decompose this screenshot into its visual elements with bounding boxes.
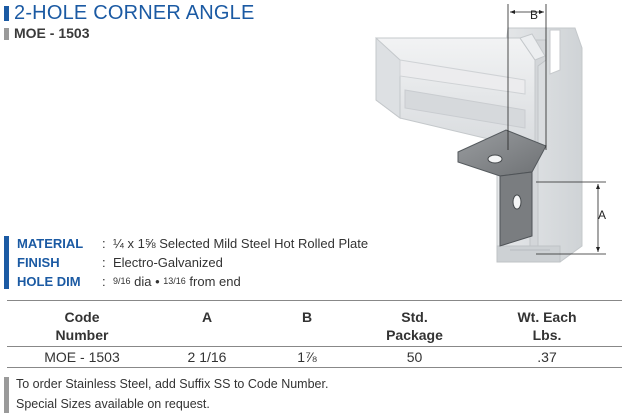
column-header: A xyxy=(201,309,213,325)
corner-angle-illustration xyxy=(375,4,606,263)
column-header: Std.Package xyxy=(386,309,443,343)
spec-colon: : xyxy=(102,236,106,251)
title-accent-bar xyxy=(4,6,9,21)
spec-value: Electro-Galvanized xyxy=(113,255,223,270)
dimension-b-label: B xyxy=(530,8,539,22)
table-cell: MOE - 1503 xyxy=(44,349,120,365)
spec-value: 9/16 dia • 13/16 from end xyxy=(113,274,241,289)
product-code-subtitle: MOE - 1503 xyxy=(14,25,90,41)
table-row: MOE - 1503 2 1/16 1⅞ 50 .37 xyxy=(7,347,622,368)
spec-colon: : xyxy=(102,274,106,289)
table-cell: 1⅞ xyxy=(297,349,317,365)
spec-value: ¼ x 1⅝ Selected Mild Steel Hot Rolled Pl… xyxy=(113,236,369,251)
spec-label: MATERIAL xyxy=(17,236,84,251)
dimension-a-label: A xyxy=(598,208,607,222)
notes-accent-bar xyxy=(4,377,9,413)
note-special-sizes: Special Sizes available on request. xyxy=(16,397,210,411)
note-stainless: To order Stainless Steel, add Suffix SS … xyxy=(16,377,329,391)
specs-accent-bar xyxy=(4,236,9,289)
spec-label: FINISH xyxy=(17,255,60,270)
subtitle-accent-bar xyxy=(4,28,9,40)
page-title: 2-HOLE CORNER ANGLE xyxy=(14,2,255,24)
column-header: B xyxy=(301,309,313,325)
table-cell: .37 xyxy=(537,349,557,365)
spec-label: HOLE DIM xyxy=(17,274,81,289)
spec-colon: : xyxy=(102,255,106,270)
table-cell: 50 xyxy=(406,349,423,365)
table-cell: 2 1/16 xyxy=(187,349,227,365)
